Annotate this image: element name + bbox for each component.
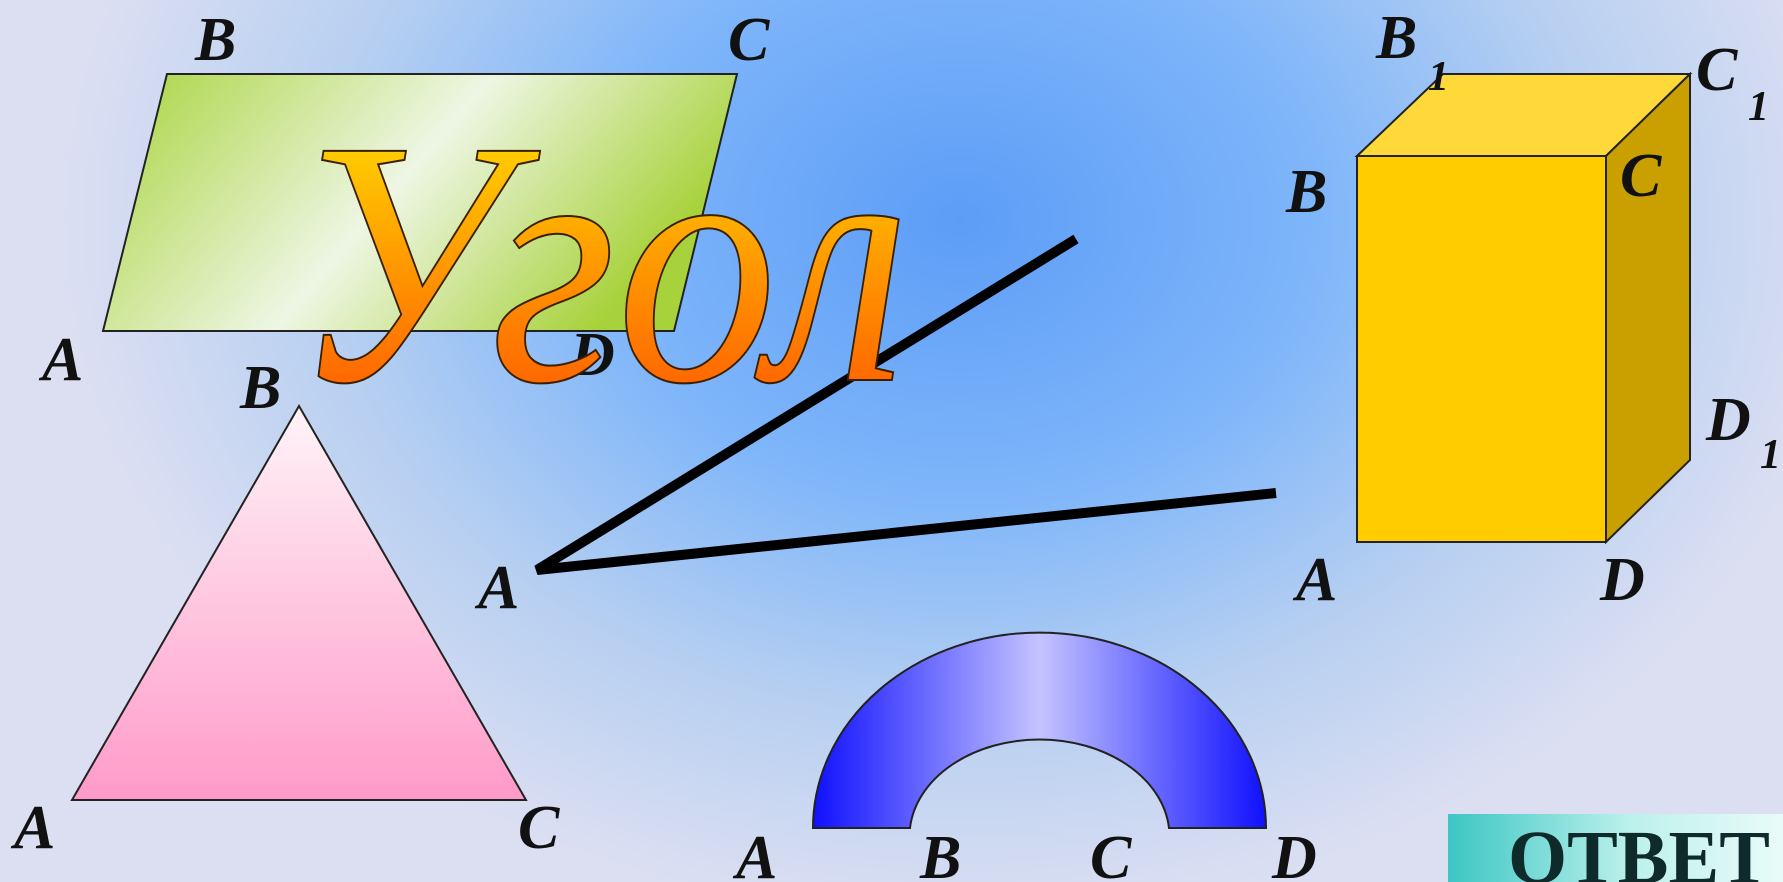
angle-label-a: A <box>474 554 519 622</box>
prism-label-d: D <box>1599 546 1645 614</box>
prism-label-b: B <box>1285 158 1327 226</box>
answer-button-label: ОТВЕТ <box>1508 816 1770 882</box>
parallelogram: A B C D <box>38 6 770 394</box>
angle-rays <box>534 234 1277 575</box>
prism-label-c: C <box>1620 142 1662 210</box>
rectangular-prism: A B C D B 1 C 1 D 1 <box>1285 4 1781 614</box>
parallelogram-shape <box>101 73 739 332</box>
parallelogram-label-a: A <box>38 326 83 394</box>
triangle-shape <box>70 403 528 801</box>
triangle-label-b: B <box>239 354 281 422</box>
prism-label-b1-subscript: 1 <box>1428 54 1449 100</box>
triangle-label-a: A <box>10 794 55 862</box>
arch-shape <box>811 631 1268 829</box>
answer-button[interactable]: ОТВЕТ <box>1448 814 1783 882</box>
prism-label-b1: B <box>1375 4 1417 72</box>
parallelogram-label-b: B <box>194 6 236 74</box>
prism-label-c1-subscript: 1 <box>1748 84 1769 130</box>
angle-figure: A <box>474 234 1277 622</box>
prism-label-d1-subscript: 1 <box>1760 432 1781 478</box>
page-title: Угол <box>290 68 910 456</box>
triangle: A B C <box>10 354 560 862</box>
arch-label-a: A <box>732 824 777 882</box>
arch-label-d: D <box>1271 824 1317 882</box>
arch-label-b: B <box>919 824 961 882</box>
parallelogram-label-d: D <box>569 321 615 389</box>
triangle-label-c: C <box>518 794 560 862</box>
prism-label-d1: D <box>1705 386 1751 454</box>
prism-label-a: A <box>1292 546 1337 614</box>
prism-label-c1: C <box>1696 36 1738 104</box>
arch: A B C D <box>732 631 1317 882</box>
parallelogram-label-c: C <box>728 6 770 74</box>
arch-label-c: C <box>1090 824 1132 882</box>
prism-front-face <box>1356 155 1607 543</box>
